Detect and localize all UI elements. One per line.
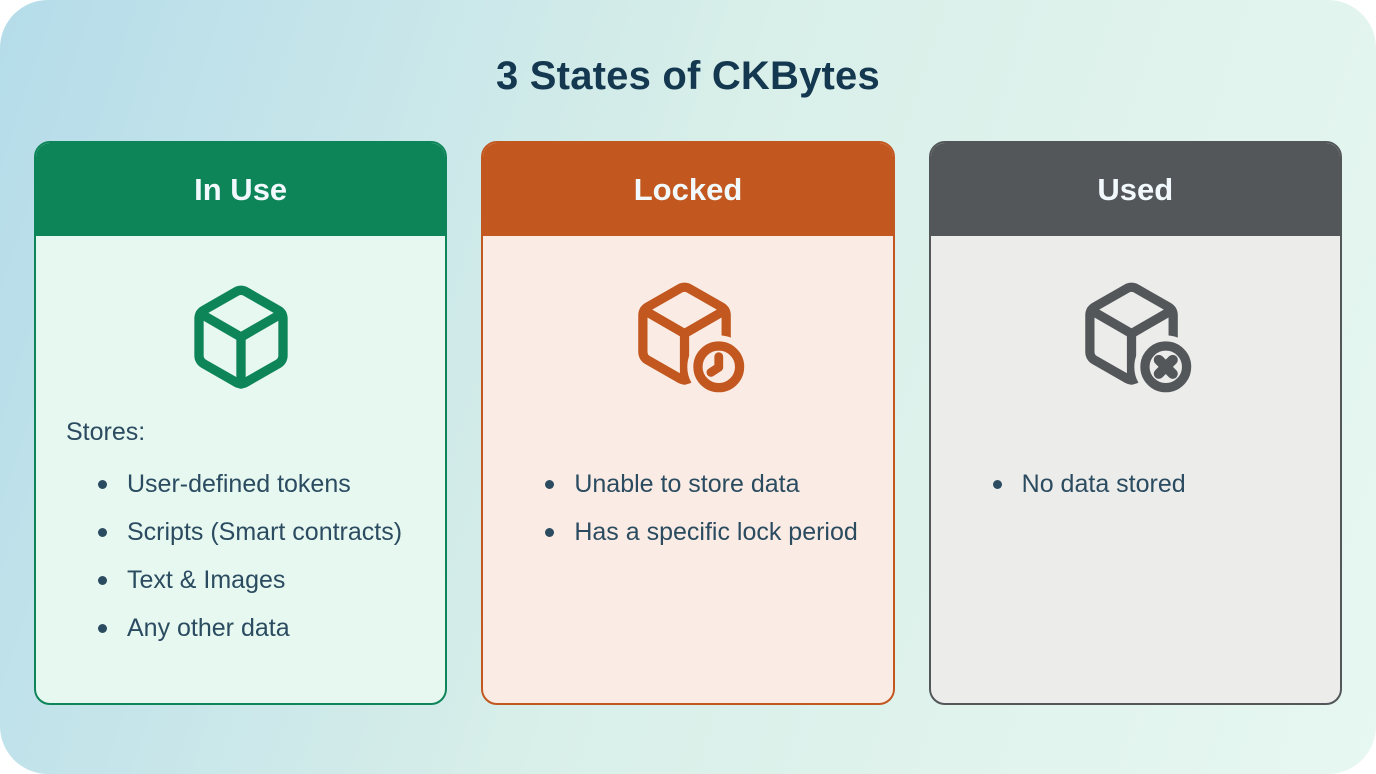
list-item: No data stored	[992, 469, 1316, 499]
list-item-label: Text & Images	[127, 566, 286, 594]
bullet-dot	[98, 479, 107, 489]
page-title: 3 States of CKBytes	[496, 54, 880, 98]
card-locked-header: Locked	[483, 143, 893, 236]
card-used-body: No data stored	[931, 281, 1340, 499]
bullet-dot	[98, 623, 107, 633]
list-item: Has a specific lock period	[545, 517, 868, 547]
bullet-dot	[545, 479, 555, 489]
bullet-dot	[545, 527, 555, 537]
list-item: Unable to store data	[545, 469, 868, 499]
card-in-use-intro: Stores:	[66, 418, 146, 446]
card-locked-title: Locked	[633, 171, 743, 207]
card-used-bullet-list: No data stored	[931, 469, 1340, 499]
cube-clock-icon	[483, 281, 892, 396]
card-used: Used No data stored	[928, 141, 1342, 705]
cards-row: In Use Stores: User-defined tokens Scrip…	[0, 141, 1376, 705]
list-item-label: User-defined tokens	[127, 470, 351, 498]
card-in-use-body: Stores: User-defined tokens Scripts (Sma…	[36, 281, 445, 643]
list-item-label: Scripts (Smart contracts)	[127, 518, 403, 546]
card-in-use-bullet-list: User-defined tokens Scripts (Smart contr…	[36, 469, 445, 643]
list-item: Any other data	[98, 613, 421, 643]
list-item: Scripts (Smart contracts)	[98, 517, 421, 547]
bullet-dot	[98, 575, 107, 585]
list-item-label: Has a specific lock period	[574, 518, 858, 546]
list-item-label: Unable to store data	[574, 470, 800, 498]
list-item: Text & Images	[98, 565, 421, 595]
bullet-dot	[992, 479, 1002, 489]
card-locked-body: Unable to store data Has a specific lock…	[483, 281, 892, 547]
list-item: User-defined tokens	[98, 469, 421, 499]
cube-x-icon	[931, 281, 1340, 396]
card-in-use-title: In Use	[194, 171, 288, 207]
card-used-title: Used	[1097, 171, 1174, 207]
card-used-header: Used	[930, 143, 1340, 236]
card-locked: Locked Unable to store data Has a speci	[481, 141, 895, 705]
list-item-label: No data stored	[1021, 470, 1186, 498]
list-item-label: Any other data	[127, 614, 290, 642]
card-in-use: In Use Stores: User-defined tokens Scrip…	[34, 141, 448, 705]
card-in-use-header: In Use	[36, 143, 446, 236]
cube-icon	[36, 281, 445, 393]
card-locked-bullet-list: Unable to store data Has a specific lock…	[483, 469, 892, 547]
bullet-dot	[98, 527, 107, 537]
